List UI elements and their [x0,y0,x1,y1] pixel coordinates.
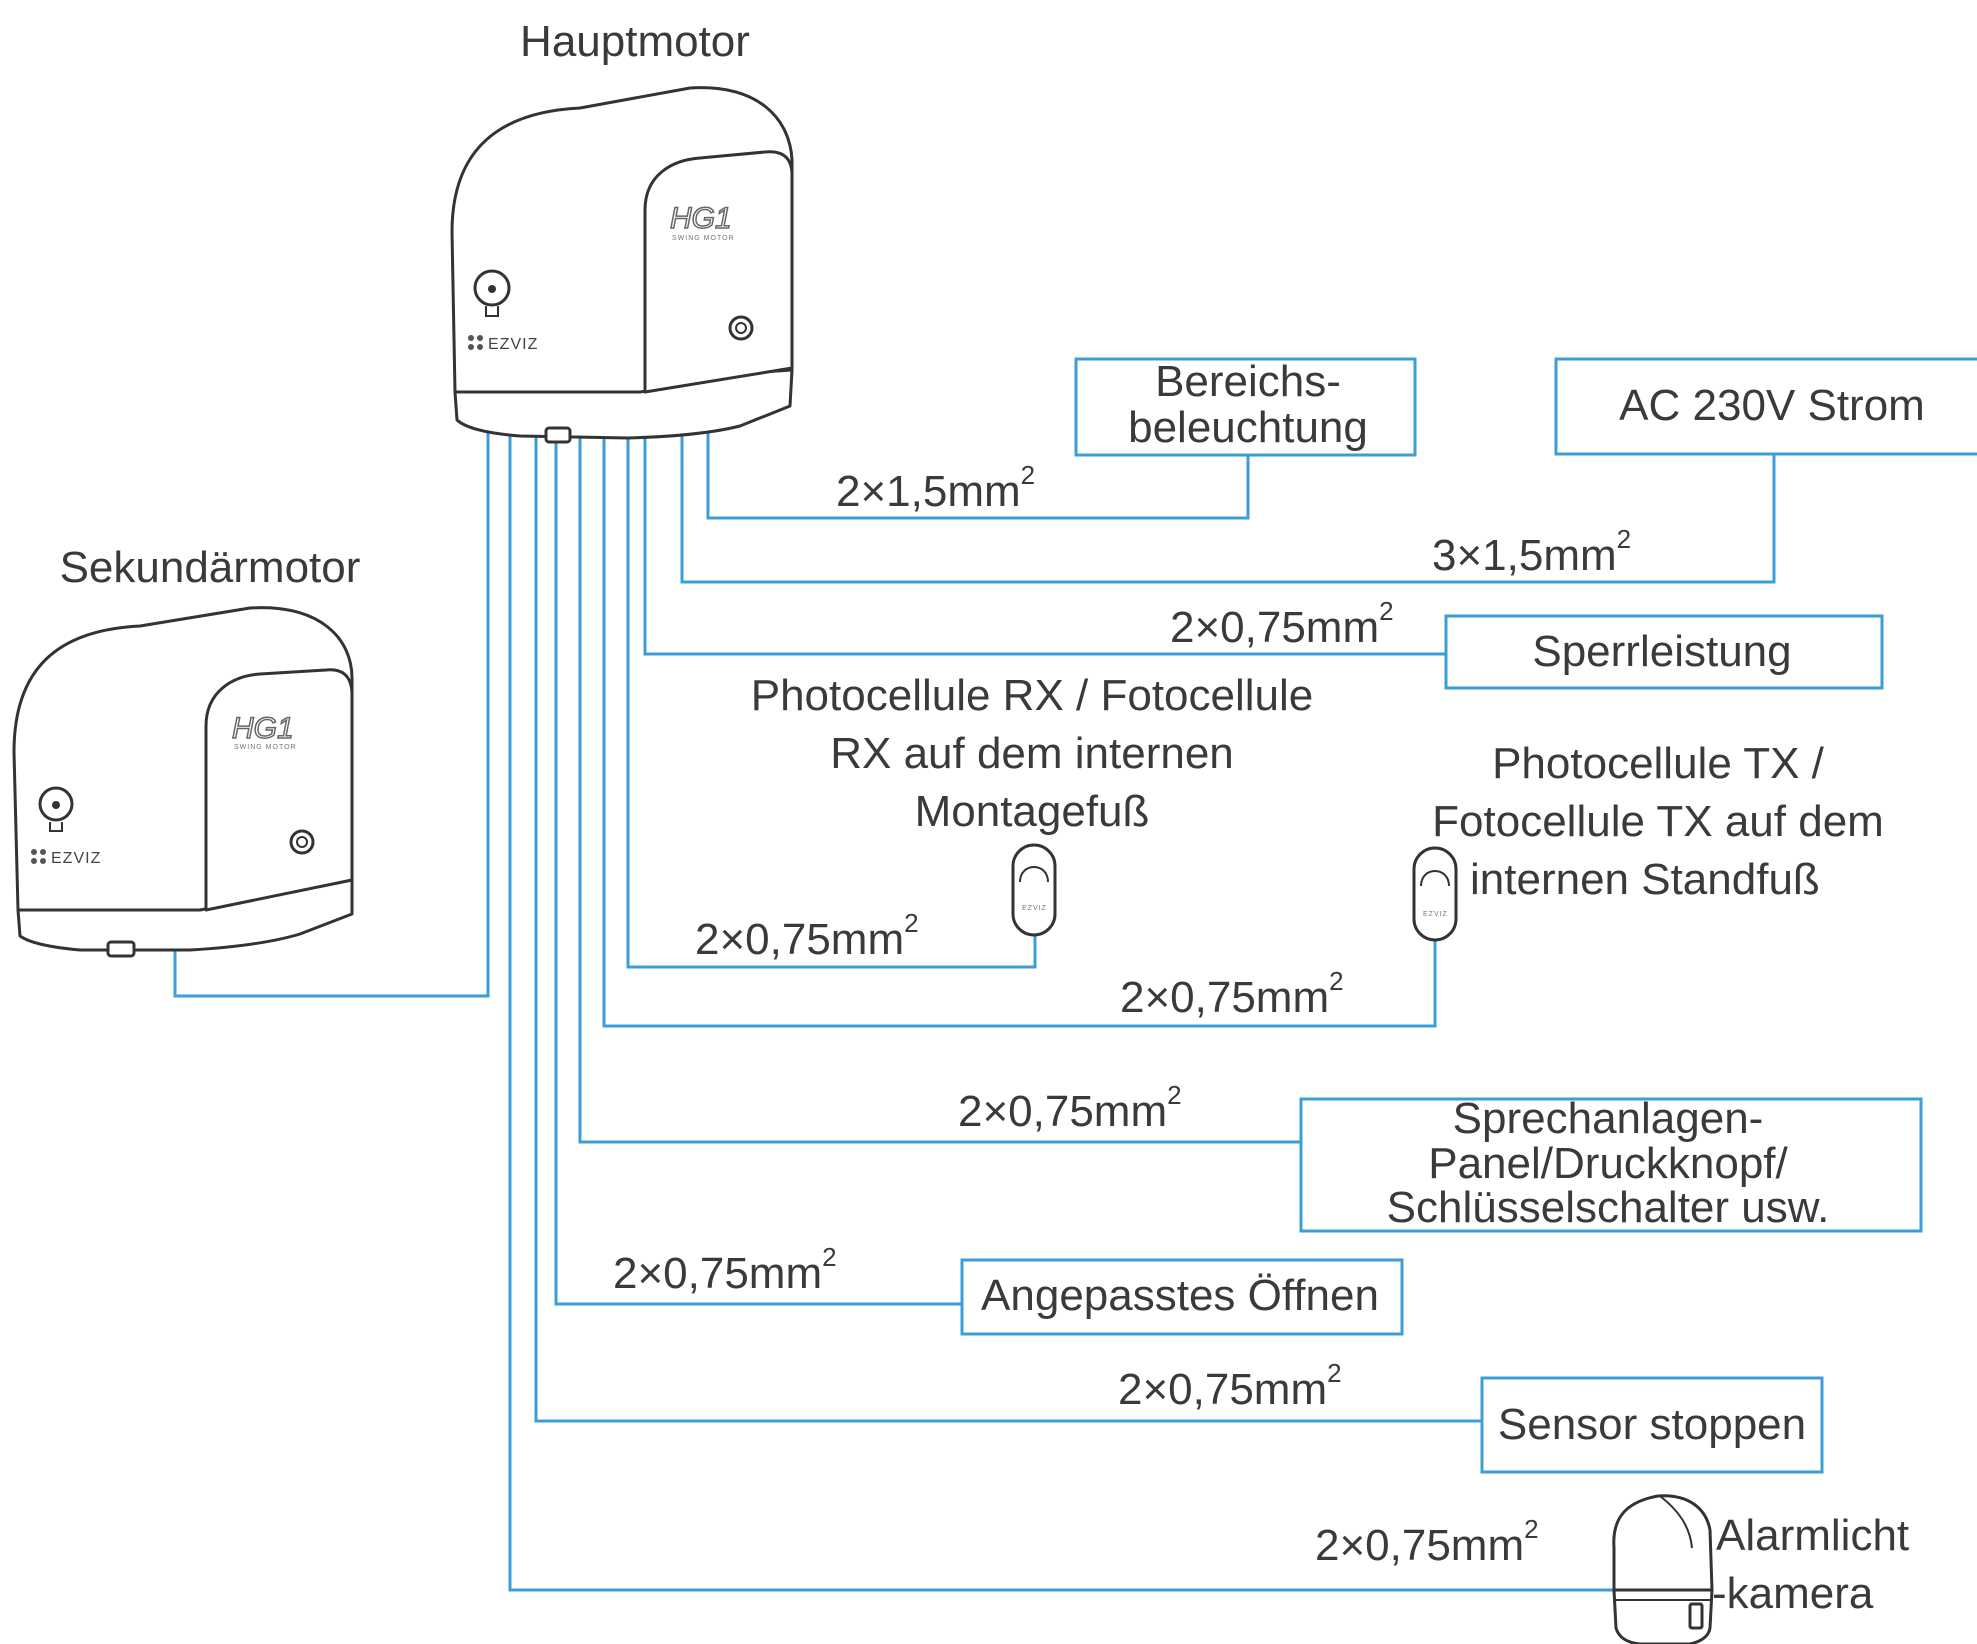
secondary-motor: Sekundärmotor HG1 SWING MOTOR EZVIZ [12,543,361,958]
main-motor: Hauptmotor HG1 SWING MOTOR EZVIZ [450,17,794,444]
box-stop-sensor: Sensor stoppen [1480,1376,1824,1474]
box-intercom-line1: Sprechanlagen- [1453,1094,1764,1143]
alarm-camera-head [1612,1494,1714,1592]
photocell-rx-brand: EZVIZ [1022,905,1047,912]
main-motor-screw-icon [728,315,754,341]
main-motor-label: Hauptmotor [520,17,750,66]
secondary-motor-model: HG1 [232,712,294,745]
main-motor-model-sub: SWING MOTOR [672,235,735,242]
wiring [173,415,1776,1592]
secondary-motor-brand: EZVIZ [51,850,101,867]
photocell-tx-label-line3: internen Standfuß [1470,855,1820,904]
photocell-tx-body [1412,846,1458,942]
main-motor-connector [544,426,572,444]
wire-custom-open [554,432,962,1306]
box-area-lighting-line2: beleuchtung [1128,403,1368,452]
cable-specs: 2×1,5mm2 3×1,5mm2 2×0,75mm2 2×0,75mm2 2×… [613,460,1631,1570]
box-custom-open: Angepasstes Öffnen [960,1258,1404,1336]
photocell-tx-label-line2: Fotocellule TX auf dem [1432,797,1884,846]
cable-spec-photocell-rx: 2×0,75mm2 [695,908,919,964]
photocell-tx: Photocellule TX / Fotocellule TX auf dem… [1412,739,1884,942]
secondary-motor-label: Sekundärmotor [60,543,361,592]
wire-photocell-tx [602,428,1437,1028]
photocell-rx-body [1011,843,1057,937]
wire-alarm-camera [508,432,1614,1592]
cable-spec-photocell-tx: 2×0,75mm2 [1120,966,1344,1022]
box-stop-sensor-label: Sensor stoppen [1498,1400,1806,1449]
wire-intercom [578,430,1301,1144]
wire-power [680,415,1776,584]
wire-area-lighting [706,415,1250,520]
wire-secondary-motor [173,428,490,998]
box-intercom: Sprechanlagen- Panel/Druckknopf/ Schlüss… [1299,1094,1923,1233]
cable-spec-power: 3×1,5mm2 [1432,524,1631,580]
secondary-motor-model-sub: SWING MOTOR [234,744,297,751]
cable-spec-area-lighting: 2×1,5mm2 [836,460,1035,516]
alarm-camera-label-line1: Alarmlicht [1716,1511,1909,1560]
box-area-lighting: Bereichs- beleuchtung [1074,357,1417,457]
secondary-motor-screw-icon [289,829,315,855]
photocell-rx: Photocellule RX / Fotocellule RX auf dem… [751,671,1314,937]
photocell-rx-label-line2: RX auf dem internen [830,729,1234,778]
wire-stop-sensor [534,432,1482,1423]
svg-text:Bereichs-: Bereichs- [1155,357,1341,406]
cable-spec-stop-sensor: 2×0,75mm2 [1118,1358,1342,1414]
box-power-label: AC 230V Strom [1619,381,1925,430]
box-power: AC 230V Strom [1554,357,1977,456]
box-intercom-line3: Schlüsselschalter usw. [1387,1183,1830,1232]
cable-spec-intercom: 2×0,75mm2 [958,1080,1182,1136]
box-intercom-line2: Panel/Druckknopf/ [1428,1139,1788,1188]
main-motor-brand: EZVIZ [488,336,538,353]
secondary-motor-ezviz-logo-icon [31,849,46,864]
alarm-camera-label-line2: -kamera [1712,1569,1874,1618]
alarm-camera: Alarmlicht -kamera [1612,1494,1909,1644]
box-custom-open-label: Angepasstes Öffnen [981,1271,1379,1320]
secondary-motor-connector [106,940,136,958]
photocell-rx-label-line3: Montagefuß [915,787,1150,836]
main-motor-model: HG1 [670,202,732,235]
box-lock-label: Sperrleistung [1532,627,1791,676]
photocell-tx-label-line1: Photocellule TX / [1492,739,1825,788]
cable-spec-lock: 2×0,75mm2 [1170,596,1394,652]
photocell-rx-label-line1: Photocellule RX / Fotocellule [751,671,1314,720]
cable-spec-alarm-camera: 2×0,75mm2 [1315,1514,1539,1570]
alarm-camera-base [1612,1588,1714,1644]
svg-text:beleuchtung: beleuchtung [1128,403,1368,452]
box-lock: Sperrleistung [1444,614,1884,690]
wire-lock [643,420,1446,656]
photocell-tx-brand: EZVIZ [1423,911,1448,918]
main-motor-ezviz-logo-icon [468,335,483,350]
cable-spec-custom-open: 2×0,75mm2 [613,1242,837,1298]
wire-photocell-rx [626,425,1037,969]
box-area-lighting-line1: Bereichs- [1155,357,1341,406]
